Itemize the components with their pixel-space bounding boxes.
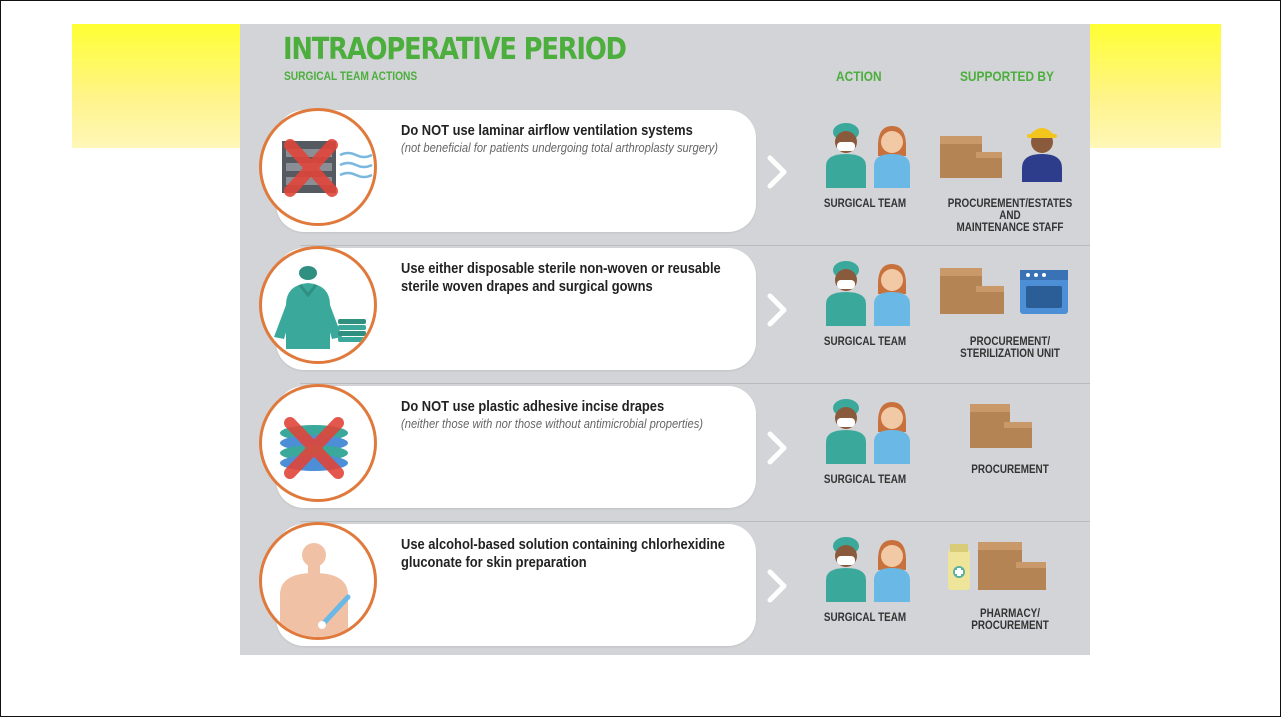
- action-label: SURGICAL TEAM: [823, 198, 907, 210]
- action-text: Do NOT use plastic adhesive incise drape…: [401, 398, 731, 432]
- action-main-text: Use alcohol-based solution containing ch…: [401, 536, 725, 571]
- row-divider: [300, 521, 1090, 522]
- action-note-text: (not beneficial for patients undergoing …: [401, 140, 718, 155]
- supported-by-label-line: PROCUREMENT/ESTATES AND: [947, 198, 1073, 222]
- column-header-action: ACTION: [836, 68, 882, 84]
- action-row-3: Do NOT use plastic adhesive incise drape…: [240, 384, 1090, 522]
- highlight-left: [72, 24, 252, 148]
- supported-by-icon: [970, 404, 1032, 448]
- supported-by-label-line: MAINTENANCE STAFF: [956, 222, 1064, 234]
- supported-by-label: PROCUREMENT: [941, 464, 1079, 476]
- page-title: INTRAOPERATIVE PERIOD: [283, 32, 627, 67]
- row-divider: [300, 383, 1090, 384]
- action-text: Do NOT use laminar airflow ventilation s…: [401, 122, 731, 156]
- surgical-team-icon: [826, 537, 910, 602]
- highlight-right: [1080, 24, 1221, 148]
- action-row-1: Do NOT use laminar airflow ventilation s…: [240, 108, 1090, 246]
- chevron-right-icon: [767, 431, 787, 465]
- supported-by-icon: [940, 128, 1062, 182]
- surgical-team-icon: [826, 399, 910, 464]
- chevron-right-icon: [767, 155, 787, 189]
- surgical-team-icon: [826, 261, 910, 326]
- action-text: Use alcohol-based solution containing ch…: [401, 536, 731, 572]
- infographic-panel: INTRAOPERATIVE PERIOD SURGICAL TEAM ACTI…: [240, 24, 1090, 655]
- column-header-supported-by: SUPPORTED BY: [960, 68, 1054, 84]
- page-subtitle: SURGICAL TEAM ACTIONS: [284, 69, 418, 83]
- action-main-text: Use either disposable sterile non-woven …: [401, 260, 721, 295]
- supported-by-label: PHARMACY/ PROCUREMENT: [941, 608, 1079, 632]
- supported-by-label: PROCUREMENT/ESTATES AND MAINTENANCE STAF…: [941, 198, 1079, 234]
- supported-by-label-line: PHARMACY/: [980, 608, 1040, 620]
- supported-by-icon: [940, 268, 1068, 314]
- action-main-text: Do NOT use plastic adhesive incise drape…: [401, 398, 665, 415]
- supported-by-label-line: PROCUREMENT/: [969, 336, 1051, 348]
- supported-by-label-line: PROCUREMENT: [971, 464, 1049, 476]
- chevron-right-icon: [767, 569, 787, 603]
- surgical-team-icon: [826, 123, 910, 188]
- action-label: SURGICAL TEAM: [823, 474, 907, 486]
- skin-prep-icon: [259, 522, 377, 640]
- supported-by-label-line: STERILIZATION UNIT: [960, 348, 1060, 360]
- supported-by-icon: [948, 542, 1046, 590]
- chevron-right-icon: [767, 293, 787, 327]
- drapes-crossed-icon: [259, 384, 377, 502]
- supported-by-label-line: PROCUREMENT: [971, 620, 1049, 632]
- supported-by-label: PROCUREMENT/ STERILIZATION UNIT: [941, 336, 1079, 360]
- ventilation-crossed-icon: [259, 108, 377, 226]
- row-divider: [300, 245, 1090, 246]
- action-label: SURGICAL TEAM: [823, 612, 907, 624]
- action-note-text: (neither those with nor those without an…: [401, 416, 704, 431]
- action-row-2: Use either disposable sterile non-woven …: [240, 246, 1090, 384]
- action-row-4: Use alcohol-based solution containing ch…: [240, 522, 1090, 655]
- action-main-text: Do NOT use laminar airflow ventilation s…: [401, 122, 693, 139]
- action-label: SURGICAL TEAM: [823, 336, 907, 348]
- surgical-gown-icon: [259, 246, 377, 364]
- action-text: Use either disposable sterile non-woven …: [401, 260, 731, 296]
